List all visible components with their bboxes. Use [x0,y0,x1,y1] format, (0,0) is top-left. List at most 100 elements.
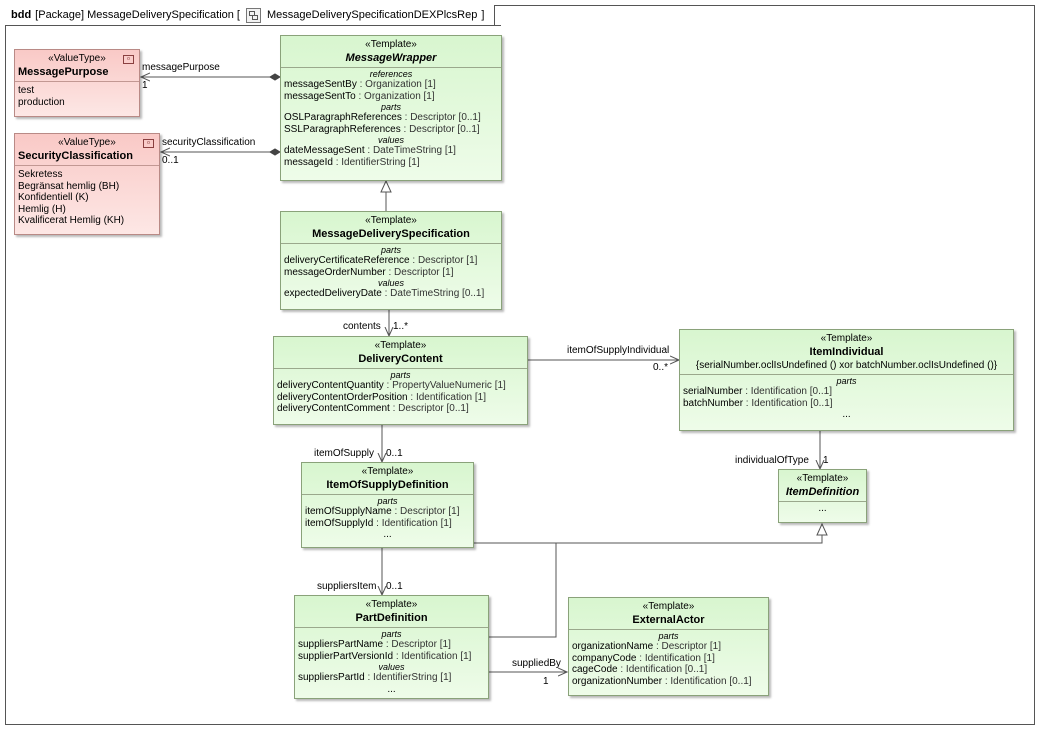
message-delivery-specification-block[interactable]: «Template» MessageDeliverySpecification … [280,211,502,310]
block-name: MessageWrapper [345,52,437,64]
property-row: deliveryContentComment : Descriptor [0..… [277,403,469,414]
multiplicity-label: 1..* [393,321,409,332]
part-definition-block[interactable]: «Template» PartDefinition parts supplier… [294,595,489,699]
stereotype-label: «Template» [365,599,418,610]
role-label: individualOfType [735,455,809,466]
diagram-package-title: [Package] MessageDeliverySpecification [ [35,9,240,21]
enum-literal: Sekretess [18,169,63,180]
block-name: ItemDefinition [785,486,860,498]
role-label: contents [343,321,381,332]
item-of-supply-definition-block[interactable]: «Template» ItemOfSupplyDefinition parts … [301,462,474,548]
multiplicity-label: 0..1 [162,155,179,166]
compartment-title: parts [836,376,857,386]
property-row: supplierPartVersionId : Identification [… [298,650,472,662]
block-name: DeliveryContent [358,353,443,365]
property-row: itemOfSupplyId : Identification [1] [305,517,452,529]
multiplicity-label: 0..1 [386,581,403,592]
multiplicity-label: 1 [823,455,829,466]
message-wrapper-block[interactable]: «Template» MessageWrapper references mes… [280,35,502,181]
compartment-title: parts [658,631,679,641]
stereotype-label: «Template» [820,333,873,344]
role-label: securityClassification [162,137,256,148]
ellipsis: ... [383,529,392,540]
property-row: companyCode : Identification [1] [572,652,715,664]
diagram-title-close: ] [481,9,485,21]
delivery-content-block[interactable]: «Template» DeliveryContent parts deliver… [273,336,528,425]
property-row: expectedDeliveryDate : DateTimeString [0… [284,288,485,299]
item-individual-block[interactable]: «Template» ItemIndividual {serialNumber.… [679,329,1014,431]
enum-literal: Kvalificerat Hemlig (KH) [18,215,125,226]
ellipsis: ... [842,409,851,420]
item-definition-block[interactable]: «Template» ItemDefinition ... [778,469,867,523]
stereotype-label: «Template» [374,340,427,351]
multiplicity-label: 0..* [653,362,669,373]
property-row: itemOfSupplyName : Descriptor [1] [305,506,460,517]
compartment-title: values [377,278,404,288]
stereotype-label: «Template» [365,39,417,50]
property-row: suppliersPartId : IdentifierString [1] [298,672,452,683]
block-name: ExternalActor [632,614,705,626]
block-name: MessageDeliverySpecification [312,228,470,240]
property-row: serialNumber : Identification [0..1] [683,386,832,397]
block-name: SecurityClassification [18,150,133,162]
security-classification-block[interactable]: o «ValueType» SecurityClassification Sek… [14,133,160,235]
property-row: dateMessageSent : DateTimeString [1] [284,145,456,156]
block-name: PartDefinition [355,612,428,624]
property-row: cageCode : Identification [0..1] [572,664,708,675]
diagram-name: MessageDeliverySpecificationDEXPlcsRep [267,9,478,21]
diagram-icon [246,7,261,23]
compartment-title: references [369,69,413,79]
property-row: messageId : IdentifierString [1] [284,156,420,168]
compartment-title: parts [380,245,401,255]
role-label: messagePurpose [142,62,220,73]
role-label: suppliedBy [512,658,561,669]
property-row: batchNumber : Identification [0..1] [683,397,833,409]
block-name: ItemOfSupplyDefinition [326,479,449,491]
property-row: deliveryContentOrderPosition : Identific… [277,391,487,403]
property-row: messageSentBy : Organization [1] [284,79,436,90]
block-name: ItemIndividual [809,346,884,358]
compartment-title: values [377,135,404,145]
property-row: organizationName : Descriptor [1] [572,641,721,652]
stereotype-label: «Template» [365,215,417,226]
diagram-frame-header: bdd [Package] MessageDeliverySpecificati… [5,5,502,26]
stereotype-label: «Template» [642,601,695,612]
property-row: deliveryCertificateReference : Descripto… [284,255,478,266]
enum-literal: test [18,85,35,96]
constraint-label: {serialNumber.oclIsUndefined () xor batc… [695,360,998,371]
property-row: SSLParagraphReferences : Descriptor [0..… [284,123,480,135]
stereotype-label: «Template» [361,466,414,477]
value-type-icon: o [123,55,134,64]
compartment-title: parts [390,370,411,380]
value-type-icon: o [143,139,154,148]
stereotype-label: «Template» [796,473,849,484]
multiplicity-label: 1 [543,676,549,687]
enum-literal: Konfidentiell (K) [18,192,89,203]
property-row: suppliersPartName : Descriptor [1] [298,639,451,650]
generalization-partdef-to-item-definition [489,543,557,638]
generalization-to-item-definition [474,522,828,544]
property-row: deliveryContentQuantity : PropertyValueN… [277,380,506,391]
role-label: suppliersItem [317,581,377,592]
stereotype-label: «ValueType» [48,53,106,64]
property-row: organizationNumber : Identification [0..… [572,675,752,687]
ellipsis: ... [387,683,396,695]
enum-literal: production [18,96,65,108]
multiplicity-label: 1 [142,80,148,91]
block-name: MessagePurpose [18,66,109,78]
compartment-title: parts [381,629,402,639]
enum-literal: Hemlig (H) [18,203,66,215]
property-row: messageSentTo : Organization [1] [284,90,435,102]
multiplicity-label: 0..1 [386,448,403,459]
compartment-title: parts [377,496,398,506]
external-actor-block[interactable]: «Template» ExternalActor parts organizat… [568,597,769,696]
property-row: messageOrderNumber : Descriptor [1] [284,266,454,278]
stereotype-label: «ValueType» [58,137,116,148]
compartment-title: parts [380,102,401,112]
message-purpose-block[interactable]: o «ValueType» MessagePurpose test produc… [14,49,140,117]
enum-literal: Begränsat hemlig (BH) [18,180,120,192]
role-label: itemOfSupply [314,448,375,459]
role-label: itemOfSupplyIndividual [567,345,670,356]
diagram-kind: bdd [11,9,32,21]
